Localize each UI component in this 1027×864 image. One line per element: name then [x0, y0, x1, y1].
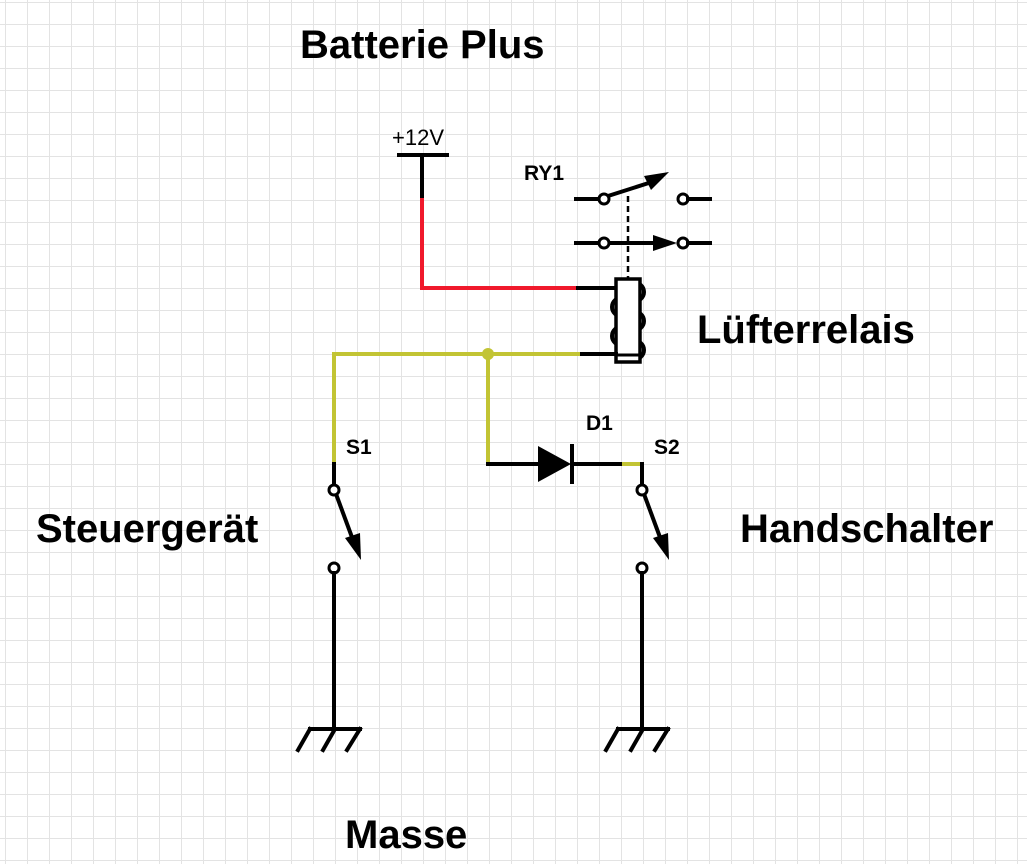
switch-pin: [635, 483, 649, 497]
label-control-unit: Steuergerät: [36, 507, 258, 551]
wire-switched-s1[interactable]: [332, 352, 580, 464]
wire-positive[interactable]: [420, 198, 580, 290]
contact-arm: [605, 178, 658, 199]
label-relay: Lüfterrelais: [697, 308, 915, 352]
label-battery-plus: Batterie Plus: [300, 23, 545, 67]
diode-triangle: [538, 446, 571, 482]
diode-ref: D1: [586, 412, 613, 435]
switch-arrow: [653, 533, 669, 560]
contact-arrow: [653, 235, 677, 251]
switch-arrow: [345, 533, 361, 560]
label-ground: Masse: [345, 813, 467, 857]
coil-body: [614, 277, 642, 364]
relay-coil-icon[interactable]: RY1: [524, 162, 712, 364]
ground-hatch: [295, 726, 313, 753]
relay-ref: RY1: [524, 162, 564, 185]
ground-icon: [295, 726, 363, 753]
power-rail-icon[interactable]: +12V: [392, 125, 449, 202]
contact-pin: [597, 236, 611, 250]
switch2-ref: S2: [654, 436, 680, 459]
switch-arm: [333, 491, 356, 543]
switch-arm: [641, 491, 664, 543]
contact-arrow: [644, 172, 669, 190]
ground-icon: [603, 726, 671, 753]
label-manual-switch: Handschalter: [740, 507, 993, 551]
supply-ref: +12V: [392, 125, 444, 150]
switch-pin: [327, 483, 341, 497]
switch-icon[interactable]: S2: [635, 436, 680, 729]
switch-icon[interactable]: S1: [327, 436, 372, 729]
diode-icon[interactable]: D1: [486, 412, 626, 484]
ground-hatch: [628, 726, 646, 753]
switch1-ref: S1: [346, 436, 372, 459]
ground-hatch: [603, 726, 621, 753]
ground-hatch: [652, 726, 671, 753]
ground-hatch: [320, 726, 338, 753]
contact-pin: [597, 192, 611, 206]
ground-hatch: [344, 726, 363, 753]
junction-dot: [482, 348, 494, 360]
